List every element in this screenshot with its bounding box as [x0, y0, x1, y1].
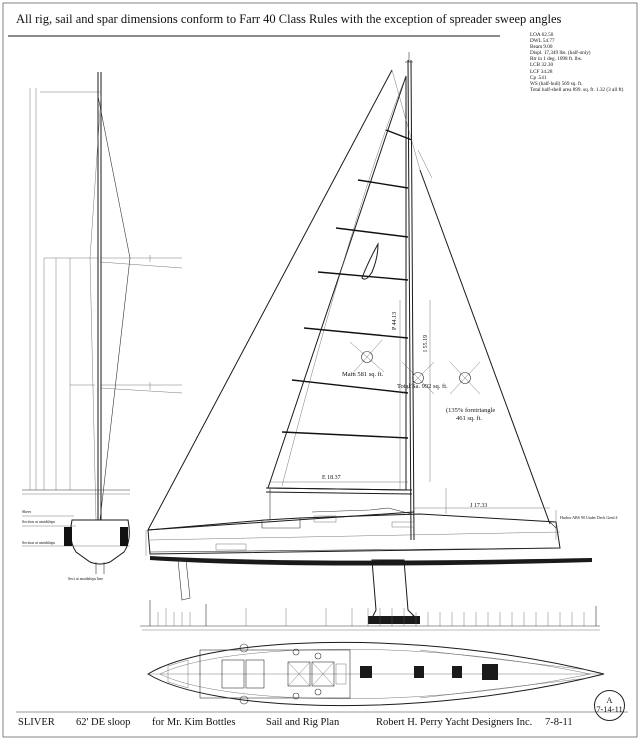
drawing-title: Sail and Rig Plan — [266, 717, 340, 728]
hull-profile — [145, 488, 592, 624]
boat-type: 62' DE sloop — [76, 717, 131, 728]
dimension-j: J 17.33 — [470, 503, 488, 509]
client-name: for Mr. Kim Bottles — [152, 717, 236, 728]
foretriangle-label-line1: (135% foretriangle — [446, 407, 496, 414]
foretriangle-label-line2: 461 sq. ft. — [456, 415, 482, 422]
designer-name: Robert H. Perry Yacht Designers Inc. — [376, 717, 533, 728]
dimension-e: E 18.37 — [322, 475, 341, 481]
waterline-callout: Harbor ABS 90 Under Deck Grnd 4 — [560, 515, 618, 520]
revision-badge: A 7-14-11 — [594, 690, 625, 721]
section-view — [22, 72, 183, 574]
total-sail-area-label: Total Sa. 992 sq. ft. — [397, 383, 448, 390]
dimension-i: I 55.19 — [423, 335, 429, 352]
spec-row: Beam 9.00 — [530, 44, 553, 51]
spec-row: LCF 34.28 — [530, 68, 553, 75]
revision-date: 7-14-11 — [596, 704, 623, 714]
spec-row: LOA 62.50 — [530, 32, 554, 38]
rig-profile — [147, 52, 551, 541]
drawing-date: 7-8-11 — [545, 717, 573, 728]
dimension-p: P 44.13 — [392, 311, 398, 330]
spec-row: Total half-shell area 899. sq. ft. 1.32 … — [530, 86, 624, 93]
header-note: All rig, sail and spar dimensions confor… — [16, 12, 562, 26]
revision-letter: A — [606, 695, 613, 705]
scale-ruler — [140, 600, 600, 631]
specs-table: LOA 62.50 DWL 54.77 Beam 9.00 Displ. 17,… — [530, 32, 623, 93]
spec-row: WS (half-hull) 569 sq. ft. — [530, 80, 583, 87]
section-waterline-label: Section at amidships — [22, 540, 56, 545]
spec-row: LCB 32.30 — [530, 62, 554, 69]
spec-row: Cp .541 — [530, 74, 547, 81]
main-sail-area-label: Main 581 sq. ft. — [342, 371, 384, 378]
spec-row: Rtr in 1 deg. 1098 ft. lbs. — [530, 56, 583, 63]
section-baseline-label: Sect at amidships line — [68, 576, 103, 581]
spec-row: Displ. 17,349 lbs. (half-only) — [530, 50, 591, 57]
section-sheer-label: Sheer — [22, 509, 32, 514]
boat-name: SLIVER — [18, 717, 55, 728]
spec-row: DWL 54.77 — [530, 38, 555, 45]
deck-plan — [147, 641, 605, 707]
section-centerline-label: Section at amidships — [22, 519, 56, 524]
